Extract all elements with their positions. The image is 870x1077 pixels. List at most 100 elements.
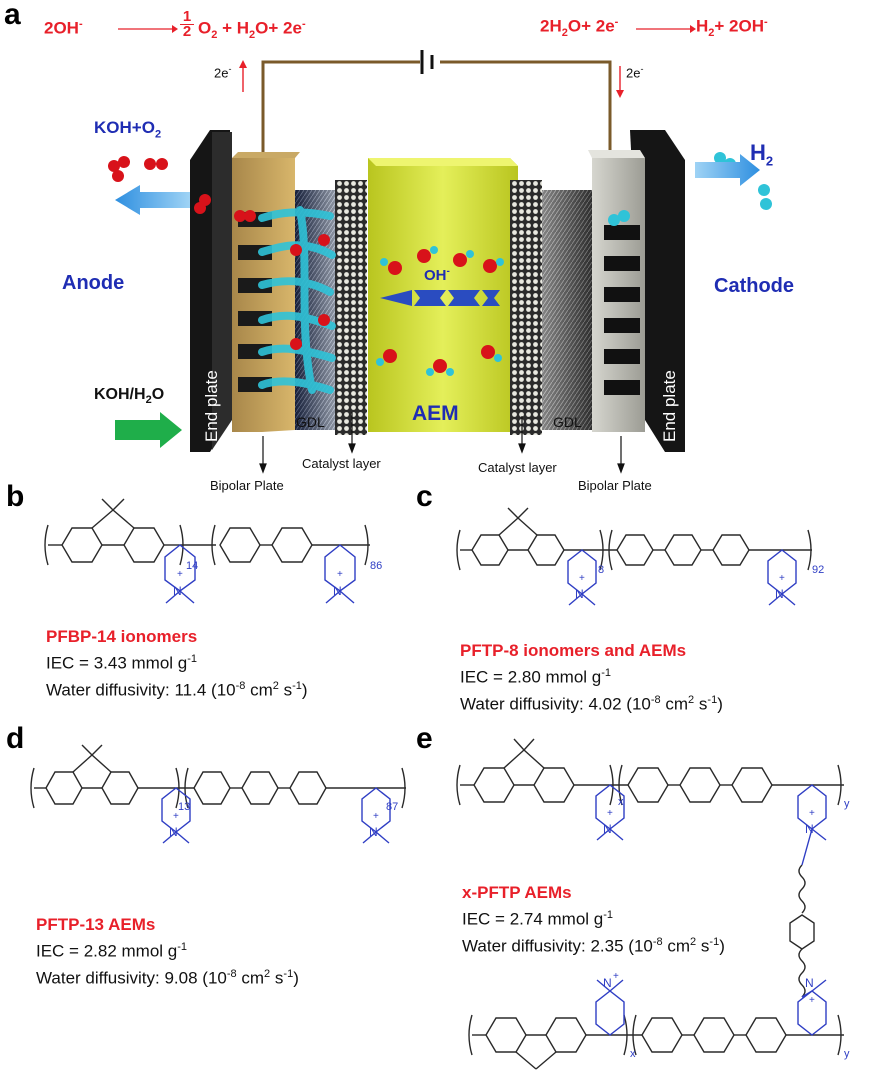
c-iec-text: IEC = 2.80 mmol g (460, 667, 602, 687)
cathode-lhs2: O+ 2e (567, 16, 615, 36)
c-sub1: 8 (598, 564, 604, 576)
panel-label-c: c (416, 480, 433, 513)
d-sub2: 87 (386, 801, 398, 813)
h2-sub: 2 (765, 153, 774, 169)
e-wd4: ) (719, 936, 725, 956)
b-wd-s3: -1 (292, 679, 302, 692)
info-d: PFTP-13 AEMs IEC = 2.82 mmol g-1 Water d… (36, 914, 299, 989)
info-d-wd: Water diffusivity: 9.08 (10-8 cm2 s-1) (36, 963, 299, 990)
info-c-iec: IEC = 2.80 mmol g-1 (460, 662, 723, 689)
b-wd3: s (278, 680, 293, 700)
b-n1: N (173, 584, 182, 598)
cathode-rhs: H (696, 16, 709, 36)
e-n2: N (805, 822, 814, 836)
structure-pftp-8: N + N + 8 92 (456, 507, 824, 606)
koh-o2-sub: 2 (154, 128, 162, 141)
c-iec-sup: -1 (601, 667, 612, 679)
c-wd1: Water diffusivity: 4.02 (10 (460, 694, 651, 714)
panel-label-d: d (6, 722, 25, 755)
c-wd-s3: -1 (707, 693, 718, 706)
right-outflow-arrow (695, 154, 760, 186)
d-sub1: 13 (178, 801, 190, 813)
d-wd-s3: -1 (283, 967, 294, 980)
c-plus2: + (779, 573, 785, 584)
c-n2: N (775, 587, 784, 601)
e-wd2: cm (662, 936, 691, 956)
cathode-rhs-sub: 2 (708, 27, 715, 40)
anode-reaction-arrow (118, 25, 178, 33)
cathode-rhs2-sup: - (764, 16, 768, 28)
bipolar-right-label: Bipolar Plate (578, 478, 652, 493)
panel-label-a: a (4, 0, 21, 31)
e-plus1: + (607, 808, 613, 819)
d-n2: N (369, 825, 378, 839)
koh-h2o-text: KOH/H (94, 386, 146, 403)
e-wd-s2: 2 (690, 935, 697, 948)
koh-h2o-end: O (151, 386, 165, 403)
c-wd3: s (694, 694, 708, 714)
oh-sup: - (446, 266, 450, 277)
c-wd-s2: 2 (688, 693, 695, 706)
e-n4: N (805, 976, 814, 990)
e-plus2: + (809, 808, 815, 819)
anode-reaction-lhs: 2OH (44, 18, 79, 38)
anode-reaction-fraction: 1 2 (180, 9, 194, 39)
rhs-h: + H (217, 18, 250, 38)
d-plus2: + (373, 811, 379, 822)
cathode-lhs2-sup: - (614, 16, 619, 28)
structure-pfbp-14: N + N + 14 86 (44, 498, 382, 604)
cathode-lhs: 2H (540, 16, 562, 36)
c-sub2: 92 (812, 564, 824, 576)
e-right-sup: - (640, 64, 644, 74)
d-plus1: + (173, 811, 179, 822)
h2-text: H (750, 140, 766, 165)
d-wd-s1: -8 (226, 967, 237, 980)
fraction-denominator: 2 (180, 24, 194, 39)
e-n3: N (603, 976, 612, 990)
catalyst-left-label: Catalyst layer (302, 456, 381, 471)
rhs-h-sub: 2 (249, 29, 256, 42)
c-plus1: + (579, 573, 585, 584)
anode-reaction: 2OH- (44, 18, 83, 39)
e-iec-text: IEC = 2.74 mmol g (462, 909, 604, 929)
catalyst-right-label: Catalyst layer (478, 460, 557, 475)
structure-pftp-13: N + N + 13 87 (30, 744, 406, 844)
b-iec-text: IEC = 3.43 mmol g (46, 653, 188, 673)
b-wd4: ) (301, 680, 308, 700)
koh-o2-label: KOH+O2 (94, 118, 161, 140)
gdl-right-label: GDL (553, 414, 582, 430)
oh-ion-label: OH- (424, 266, 450, 284)
end-plate-left-label: End plate (202, 370, 221, 442)
gdl-left-label: GDL (296, 414, 325, 430)
d-n1: N (169, 825, 178, 839)
koh-h2o-label: KOH/H2O (94, 386, 164, 406)
cathode-reaction-rhs: H2+ 2OH- (696, 16, 768, 39)
d-iec-text: IEC = 2.82 mmol g (36, 941, 178, 961)
rhs-o-sub: 2 (211, 29, 218, 42)
info-d-iec: IEC = 2.82 mmol g-1 (36, 936, 299, 963)
e-sub-y1: y (844, 798, 850, 810)
end-plate-right-label: End plate (660, 370, 679, 442)
cathode-lhs-sub: 2 (561, 27, 568, 40)
e-wd1: Water diffusivity: 2.35 (10 (462, 936, 653, 956)
info-e-iec: IEC = 2.74 mmol g-1 (462, 904, 725, 931)
info-d-title: PFTP-13 AEMs (36, 915, 156, 934)
anode-reaction-lhs-sup: - (78, 18, 83, 30)
c-n1: N (575, 587, 584, 601)
b-plus2: + (337, 569, 343, 580)
b-wd1: Water diffusivity: 11.4 (10 (46, 680, 236, 700)
electron-right-label: 2e- (626, 64, 643, 80)
aem-label: AEM (412, 402, 459, 425)
inflow-arrow (115, 412, 182, 448)
electron-left-label: 2e- (214, 64, 231, 80)
info-e-wd: Water diffusivity: 2.35 (10-8 cm2 s-1) (462, 931, 725, 958)
e-sub-x1: x (618, 796, 624, 808)
b-sub1: 14 (186, 560, 198, 572)
electrolyzer-illustration (108, 50, 772, 474)
e-iec-sup: -1 (603, 909, 614, 921)
info-b-wd: Water diffusivity: 11.4 (10-8 cm2 s-1) (46, 675, 308, 702)
info-c-title: PFTP-8 ionomers and AEMs (460, 641, 687, 660)
e-sub-x2: x (630, 1048, 636, 1060)
c-wd4: ) (717, 694, 723, 714)
oh-text: OH (424, 267, 447, 284)
